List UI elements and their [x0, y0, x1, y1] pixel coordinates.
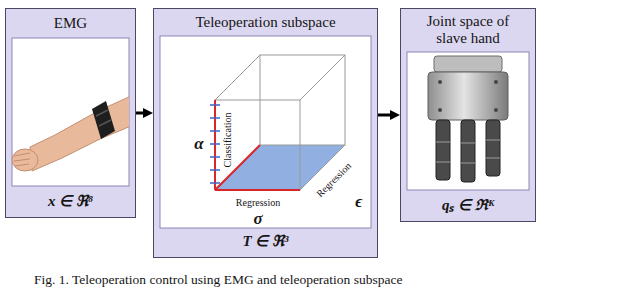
image-area — [160, 36, 371, 228]
panel-ground — [400, 8, 536, 222]
panel-title: Joint space of slave hand — [416, 9, 520, 51]
image-area — [407, 52, 529, 190]
figure-caption: Fig. 1. Teleoperation control using EMG … — [34, 272, 402, 288]
arm-picture — [12, 96, 129, 171]
cube-edge — [215, 55, 345, 190]
axis-label: Regression — [315, 161, 354, 200]
bolt — [494, 108, 498, 112]
wrist-flange — [434, 56, 502, 72]
panel-box: EMG x ∈ ℜ⁸ — [5, 8, 136, 218]
armband-sensor — [96, 110, 111, 126]
space-formula: T ∈ ℜ³ — [154, 227, 377, 257]
finger-joint — [436, 140, 500, 163]
bolt — [494, 80, 498, 84]
axis-label: Regression — [236, 198, 280, 208]
axis-label: Classification — [223, 113, 233, 168]
palm — [428, 72, 508, 120]
fingers — [14, 153, 30, 166]
finger — [461, 120, 475, 182]
space-formula: x ∈ ℜ⁸ — [6, 187, 135, 217]
flow-arrow — [378, 114, 394, 117]
robot-hand-picture — [428, 56, 508, 182]
cube-edge — [215, 100, 300, 190]
class-ticks — [210, 105, 220, 183]
flow-arrow — [136, 112, 147, 115]
panel-ground — [5, 8, 136, 218]
hand — [12, 149, 38, 171]
panel-ground — [153, 8, 378, 258]
axis-symbol: ϵ — [355, 193, 362, 210]
panel-title: Teleoperation subspace — [156, 9, 376, 37]
finger — [486, 120, 500, 176]
finger — [436, 120, 450, 180]
bolt — [438, 108, 442, 112]
emg-armband — [92, 101, 115, 139]
axis-line — [215, 100, 300, 190]
axis-symbol: α — [194, 135, 203, 152]
bolt — [438, 80, 442, 84]
space-formula: qₛ ∈ ℜᴷ — [401, 191, 535, 221]
panel-box: Teleoperation subspace T ∈ ℜ³ — [153, 8, 378, 258]
panel-title: EMG — [8, 9, 133, 39]
forearm — [30, 96, 129, 171]
axis-symbol: σ — [253, 210, 262, 227]
subspace-cube — [210, 55, 345, 190]
panel-box: Joint space of slave hand qₛ ∈ ℜᴷ — [400, 8, 536, 222]
